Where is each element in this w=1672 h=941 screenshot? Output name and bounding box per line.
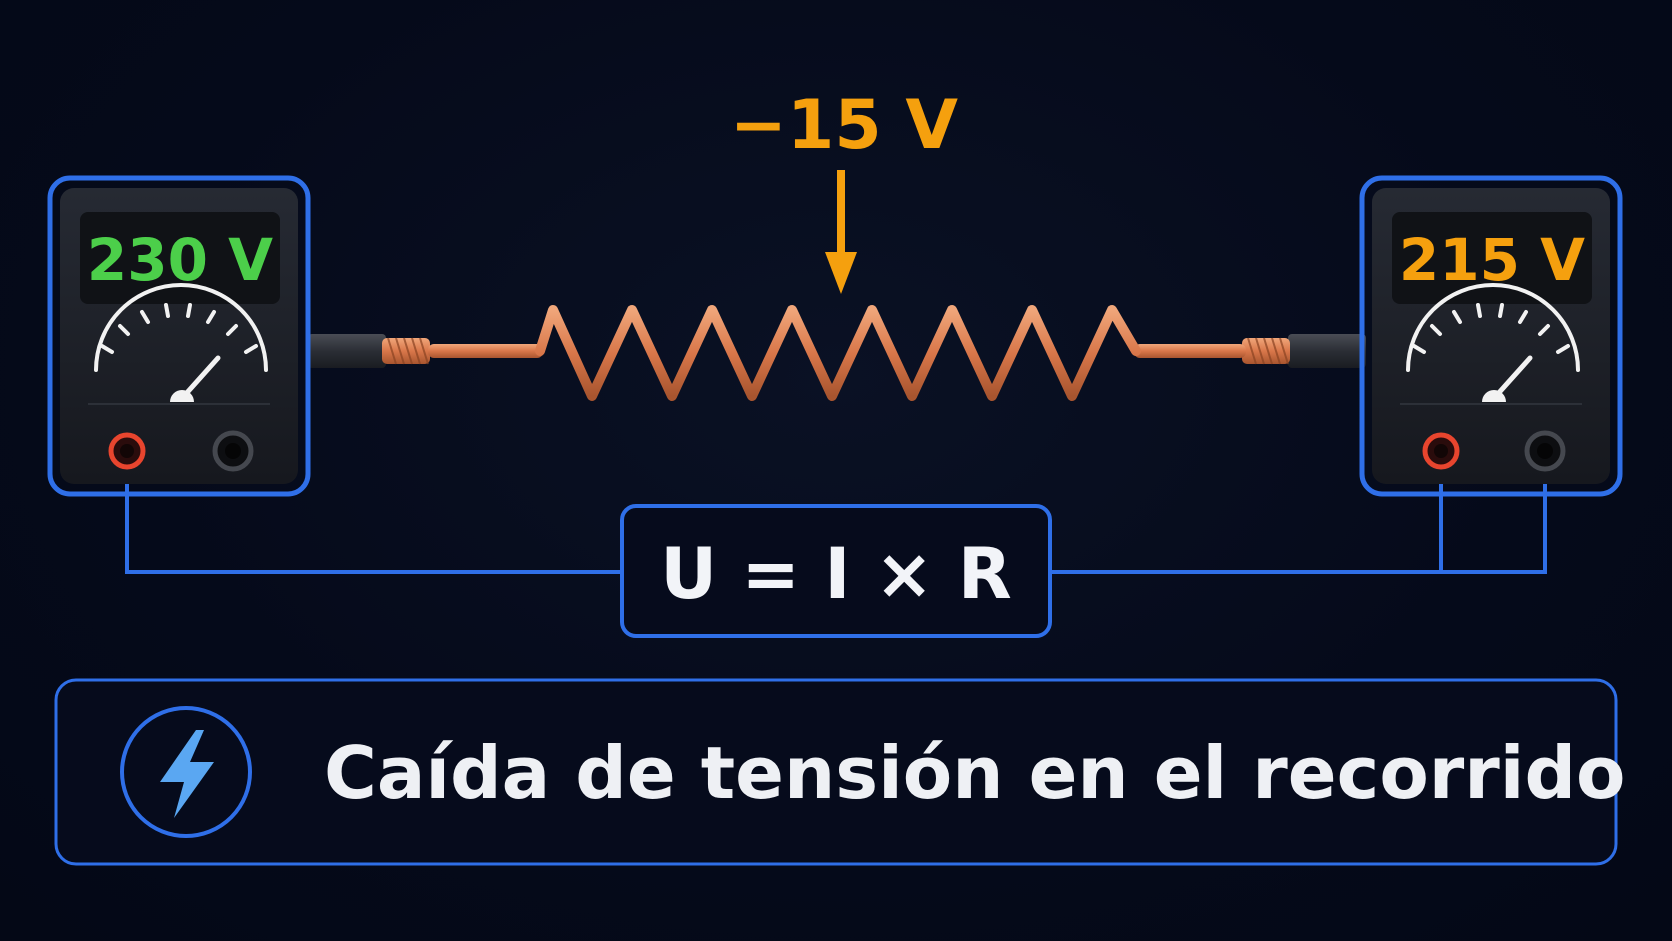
caption-box: Caída de tensión en el recorrido — [54, 678, 1625, 866]
left-cable — [308, 334, 543, 368]
lightning-icon — [120, 706, 252, 838]
voltage-drop-label: −15 V — [730, 86, 958, 165]
caption-text: Caída de tensión en el recorrido — [324, 731, 1625, 815]
right-meter-reading: 215 V — [1399, 226, 1585, 294]
formula-text: U = I × R — [660, 533, 1012, 615]
formula-box: U = I × R — [620, 504, 1052, 638]
resistor-wire — [535, 305, 1141, 401]
right-cable — [1134, 334, 1366, 368]
left-meter-reading: 230 V — [87, 226, 273, 294]
right-voltmeter: 215 V — [1359, 175, 1623, 497]
down-arrow-icon — [825, 170, 857, 294]
gauge-dial-icon — [1406, 283, 1580, 399]
gauge-dial-icon — [94, 283, 268, 399]
left-voltmeter: 230 V — [47, 175, 311, 497]
